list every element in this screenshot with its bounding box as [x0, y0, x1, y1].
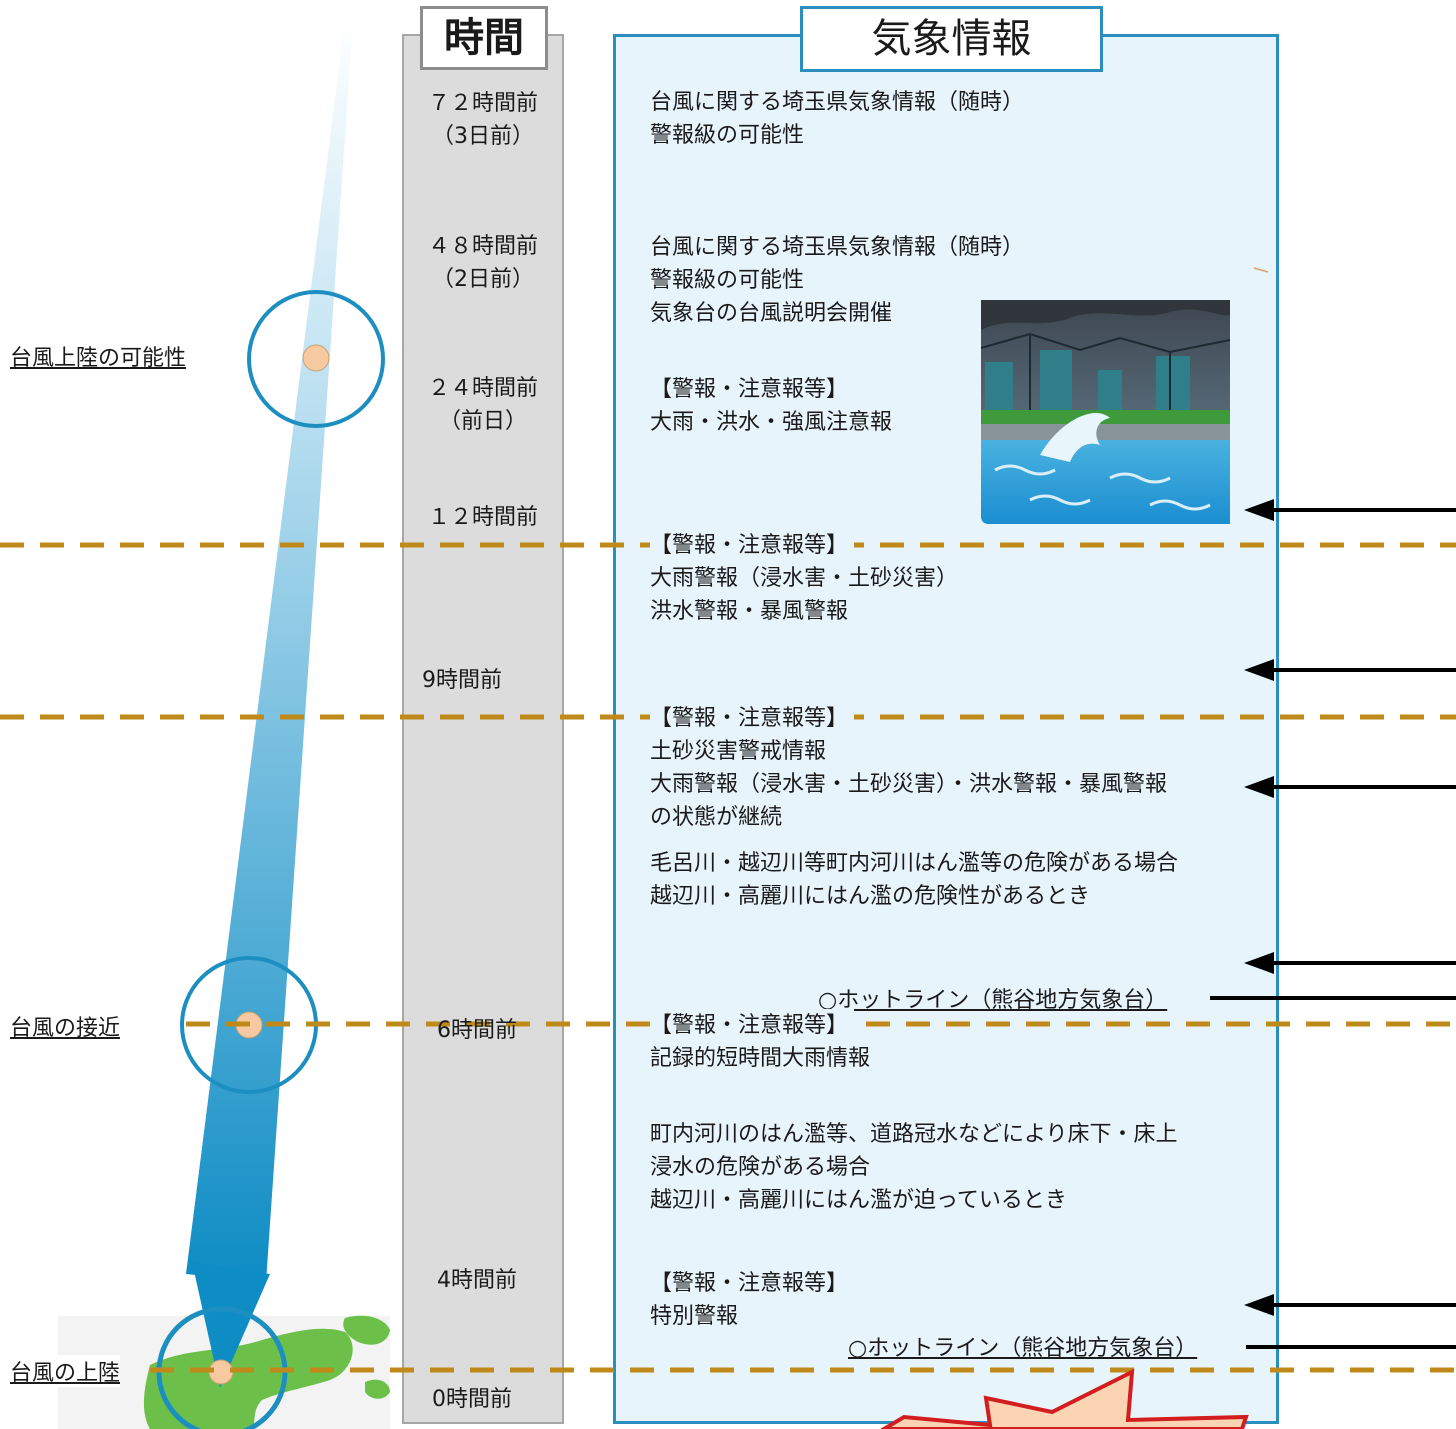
typhoon-track-arrow — [186, 20, 353, 1282]
info-line: 浸水の危険がある場合 — [650, 1155, 871, 1180]
info-block-4h: 【警報・注意報等】 特別警報 — [650, 1267, 848, 1333]
hotline-link-2[interactable]: ○ホットライン（熊谷地方気象台） — [848, 1336, 1198, 1361]
info-line: 大雨・洪水・強風注意報 — [650, 410, 893, 435]
info-block-9h: 【警報・注意報等】 土砂災害警戒情報 大雨警報（浸水害・土砂災害）・洪水警報・暴… — [650, 702, 1167, 834]
info-line: 土砂災害警戒情報 — [650, 739, 827, 764]
info-block-river-danger: 毛呂川・越辺川等町内河川はん濫等の危険がある場合 越辺川・高麗川にはん濫の危険性… — [650, 847, 1178, 913]
time-label-6h: 6時間前 — [437, 1018, 517, 1043]
hotline-link-1[interactable]: ○ホットライン（熊谷地方気象台） — [818, 988, 1168, 1013]
info-line: 毛呂川・越辺川等町内河川はん濫等の危険がある場合 — [650, 851, 1179, 876]
time-label-0h: 0時間前 — [432, 1387, 512, 1412]
phase-label-possible: 台風上陸の可能性 — [10, 346, 187, 371]
explosion-icon — [880, 1368, 1249, 1429]
info-line: 大雨警報（浸水害・土砂災害）・洪水警報・暴風警報 — [650, 772, 1168, 797]
time-label-24h: ２４時間前 — [427, 376, 538, 401]
typhoon-track-arrowhead — [192, 1262, 270, 1388]
info-line: 越辺川・高麗川にはん濫が迫っているとき — [650, 1188, 1067, 1213]
info-line: 【警報・注意報等】 — [650, 702, 855, 735]
info-block-flooding: 町内河川のはん濫等、道路冠水などにより床下・床上 浸水の危険がある場合 越辺川・… — [650, 1118, 1178, 1217]
info-line: 町内河川のはん濫等、道路冠水などにより床下・床上 — [650, 1122, 1178, 1147]
time-label-72h: ７２時間前 — [427, 91, 538, 116]
time-label-24h-sub: （前日） — [438, 409, 527, 434]
time-label-48h: ４８時間前 — [427, 234, 538, 259]
info-line: 【警報・注意報等】 — [650, 529, 855, 562]
time-header: 時間 — [420, 6, 548, 70]
phase-label-landfall: 台風の上陸 — [10, 1355, 121, 1387]
info-line: 特別警報 — [650, 1304, 739, 1329]
time-label-72h-sub: （3日前） — [432, 124, 534, 149]
info-line: 警報級の可能性 — [650, 123, 805, 148]
info-line: 越辺川・高麗川にはん濫の危険性があるとき — [650, 884, 1091, 909]
info-line: 【警報・注意報等】 — [650, 377, 849, 402]
info-block-48h: 台風に関する埼玉県気象情報（随時） 警報級の可能性 気象台の台風説明会開催 — [650, 231, 1024, 330]
arrow-left-5 — [1244, 1294, 1456, 1316]
phase-label-approach: 台風の接近 — [10, 1016, 121, 1041]
info-line: 記録的短時間大雨情報 — [650, 1046, 871, 1071]
arrow-left-1 — [1244, 499, 1456, 521]
arrow-left-2 — [1244, 659, 1456, 681]
info-line: 洪水警報・暴風警報 — [650, 599, 849, 624]
time-label-12h: １２時間前 — [427, 505, 538, 530]
info-block-12h: 【警報・注意報等】 大雨警報（浸水害・土砂災害） 洪水警報・暴風警報 — [650, 529, 958, 628]
typhoon-dot-possible — [302, 344, 330, 372]
time-label-4h: 4時間前 — [437, 1268, 517, 1293]
info-block-72h: 台風に関する埼玉県気象情報（随時） 警報級の可能性 — [650, 86, 1024, 152]
info-line: 気象台の台風説明会開催 — [650, 301, 893, 326]
info-line: 台風に関する埼玉県気象情報（随時） — [650, 235, 1025, 260]
time-label-48h-sub: （2日前） — [432, 267, 534, 292]
info-line: の状態が継続 — [650, 805, 783, 830]
info-block-6h: 【警報・注意報等】 記録的短時間大雨情報 — [650, 1009, 870, 1075]
info-line: 警報級の可能性 — [650, 268, 805, 293]
arrow-left-3 — [1244, 776, 1456, 798]
info-header: 気象情報 — [800, 6, 1103, 72]
info-line: 台風に関する埼玉県気象情報（随時） — [650, 90, 1025, 115]
info-line: 【警報・注意報等】 — [650, 1009, 855, 1042]
typhoon-circle-possible — [247, 290, 385, 428]
info-line: 大雨警報（浸水害・土砂災害） — [650, 566, 959, 591]
arrow-left-4 — [1244, 952, 1456, 974]
time-column — [402, 34, 564, 1424]
info-line: 【警報・注意報等】 — [650, 1271, 849, 1296]
storm-flood-illustration — [980, 300, 1231, 524]
time-label-9h: 9時間前 — [422, 668, 502, 693]
info-block-24h: 【警報・注意報等】 大雨・洪水・強風注意報 — [650, 373, 892, 439]
